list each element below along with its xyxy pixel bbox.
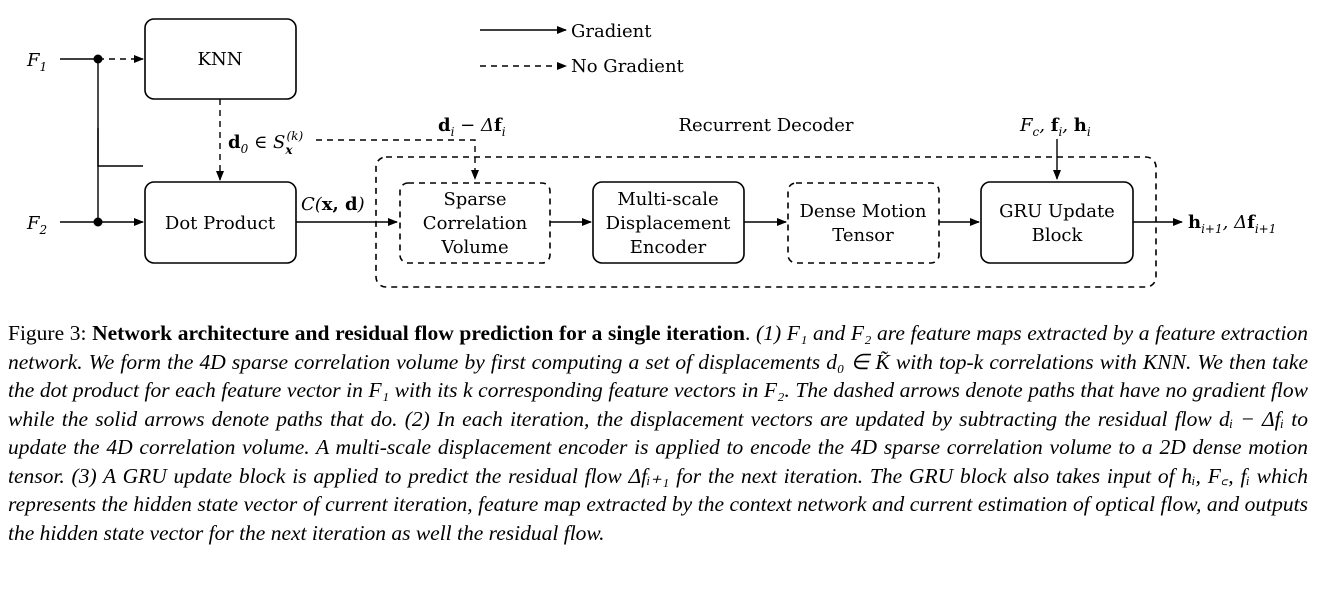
recurrent-decoder-label: Recurrent Decoder bbox=[678, 115, 853, 136]
f2-to-knn-path bbox=[97, 128, 143, 167]
correlation-label: C(x, d) bbox=[301, 194, 365, 215]
sparse-correlation-label-2: Correlation bbox=[423, 213, 528, 234]
d0-label: d0 ∈ Sx(k) bbox=[228, 129, 303, 157]
knn-label: KNN bbox=[198, 49, 243, 70]
gru-update-label-1: GRU Update bbox=[999, 201, 1115, 222]
d0-to-sparse-path bbox=[316, 139, 479, 180]
legend-no-gradient-label: No Gradient bbox=[571, 56, 685, 77]
architecture-diagram: Gradient No Gradient F1 F2 KNN d0 ∈ Sx(k… bbox=[26, 18, 1276, 288]
legend-gradient-label: Gradient bbox=[571, 21, 652, 42]
gru-update-label-2: Block bbox=[1032, 225, 1084, 246]
gru-output-label: hi+1, Δfi+1 bbox=[1188, 212, 1276, 236]
sparse-correlation-label-3: Volume bbox=[440, 237, 508, 258]
figure-caption: Figure 3: Network architecture and resid… bbox=[8, 319, 1308, 547]
dense-motion-tensor-label-1: Dense Motion bbox=[800, 201, 927, 222]
dense-motion-tensor-label-2: Tensor bbox=[832, 225, 894, 246]
gru-update-box bbox=[980, 181, 1134, 264]
sparse-correlation-label-1: Sparse bbox=[443, 189, 506, 210]
figure-title: Network architecture and residual flow p… bbox=[92, 321, 746, 345]
input-f2: F2 bbox=[26, 213, 47, 237]
displacement-encoder-label-1: Multi-scale bbox=[617, 189, 718, 210]
figure-title-end: . bbox=[745, 321, 751, 345]
legend: Gradient No Gradient bbox=[480, 21, 685, 77]
figure-label: Figure 3: bbox=[8, 321, 87, 345]
dot-product-label: Dot Product bbox=[165, 213, 276, 234]
residual-update-label: di − Δfi bbox=[438, 115, 506, 139]
displacement-encoder-label-3: Encoder bbox=[630, 237, 707, 258]
figure-caption-body: (1) F₁ and F₂ are feature maps extracted… bbox=[8, 321, 1309, 545]
input-f1: F1 bbox=[26, 50, 47, 74]
gru-inputs-label: Fc, fi, hi bbox=[1019, 115, 1091, 139]
dense-motion-tensor-box bbox=[787, 182, 940, 264]
sparse-correlation-box bbox=[399, 182, 551, 264]
displacement-encoder-label-2: Displacement bbox=[606, 213, 731, 234]
